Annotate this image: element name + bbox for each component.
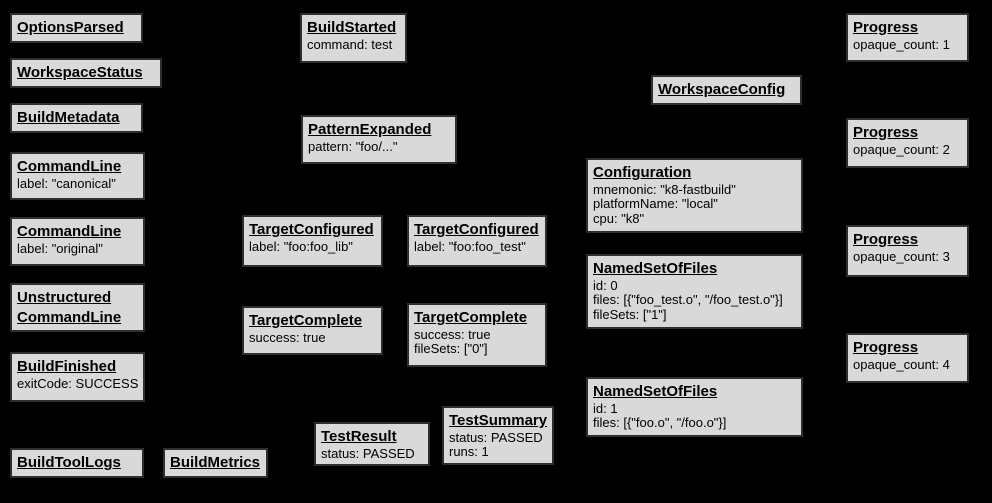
event-box-progress-4: Progress opaque_count: 4 bbox=[846, 333, 969, 383]
event-title: Progress bbox=[853, 19, 919, 36]
event-box-progress-2: Progress opaque_count: 2 bbox=[846, 118, 969, 168]
event-field: runs: 1 bbox=[449, 444, 489, 460]
event-field: fileSets: ["1"] bbox=[593, 306, 667, 322]
event-title: Progress bbox=[853, 231, 919, 248]
event-box-options-parsed: OptionsParsed bbox=[10, 13, 143, 43]
event-field: opaque_count: 4 bbox=[853, 356, 950, 372]
event-field: label: "original" bbox=[17, 240, 103, 256]
event-box-workspace-config: WorkspaceConfig bbox=[651, 75, 802, 105]
event-box-target-complete-lib: TargetComplete success: true bbox=[242, 306, 383, 355]
event-title: Configuration bbox=[593, 164, 692, 181]
event-title: TargetConfigured bbox=[249, 221, 374, 238]
event-title: NamedSetOfFiles bbox=[593, 383, 718, 400]
event-box-named-set-of-files-1: NamedSetOfFiles id: 1 files: [{"foo.o", … bbox=[586, 377, 803, 437]
event-field: success: true bbox=[249, 329, 326, 345]
event-box-progress-1: Progress opaque_count: 1 bbox=[846, 13, 969, 62]
event-box-command-line-original: CommandLine label: "original" bbox=[10, 217, 145, 266]
event-title: CommandLine bbox=[17, 158, 122, 175]
event-box-build-metrics: BuildMetrics bbox=[163, 448, 268, 478]
event-field: label: "canonical" bbox=[17, 175, 116, 191]
event-field: pattern: "foo/..." bbox=[308, 138, 398, 154]
event-field: opaque_count: 1 bbox=[853, 36, 950, 52]
event-box-build-tool-logs: BuildToolLogs bbox=[10, 448, 144, 478]
event-field: label: "foo:foo_test" bbox=[414, 238, 526, 254]
event-title: TestSummary bbox=[449, 412, 548, 429]
event-field: mnemonic: "k8-fastbuild" bbox=[593, 181, 736, 197]
event-title: BuildMetadata bbox=[17, 109, 120, 126]
event-title: Unstructured CommandLine bbox=[17, 289, 122, 326]
event-title: CommandLine bbox=[17, 223, 122, 240]
event-box-pattern-expanded: PatternExpanded pattern: "foo/..." bbox=[301, 115, 457, 164]
event-box-target-configured-foo-test: TargetConfigured label: "foo:foo_test" bbox=[407, 215, 547, 267]
event-box-configuration: Configuration mnemonic: "k8-fastbuild" p… bbox=[586, 158, 803, 233]
event-title: Progress bbox=[853, 339, 919, 356]
event-box-progress-3: Progress opaque_count: 3 bbox=[846, 225, 969, 277]
event-field: status: PASSED bbox=[321, 445, 415, 461]
event-field: files: [{"foo_test.o", "/foo_test.o"}] bbox=[593, 292, 783, 308]
event-title: BuildToolLogs bbox=[17, 454, 121, 471]
event-title: Progress bbox=[853, 124, 919, 141]
event-title: TargetConfigured bbox=[414, 221, 539, 238]
event-field: id: 0 bbox=[593, 277, 618, 293]
event-box-test-result: TestResult status: PASSED bbox=[314, 422, 430, 467]
event-title: BuildStarted bbox=[307, 19, 397, 36]
event-title: BuildFinished bbox=[17, 358, 117, 375]
event-field: opaque_count: 3 bbox=[853, 248, 950, 264]
event-title: OptionsParsed bbox=[17, 19, 124, 36]
event-box-named-set-of-files-0: NamedSetOfFiles id: 0 files: [{"foo_test… bbox=[586, 254, 803, 329]
event-field: label: "foo:foo_lib" bbox=[249, 238, 353, 254]
event-field: command: test bbox=[307, 36, 393, 52]
event-box-target-configured-foo-lib: TargetConfigured label: "foo:foo_lib" bbox=[242, 215, 383, 267]
event-field: platformName: "local" bbox=[593, 196, 718, 212]
event-field: files: [{"foo.o", "/foo.o"}] bbox=[593, 415, 727, 431]
event-title: WorkspaceConfig bbox=[658, 81, 786, 98]
event-title: BuildMetrics bbox=[170, 454, 261, 471]
event-field: id: 1 bbox=[593, 400, 618, 416]
event-box-test-summary: TestSummary status: PASSED runs: 1 bbox=[442, 406, 554, 465]
event-title: TestResult bbox=[321, 428, 397, 445]
event-box-build-started: BuildStarted command: test bbox=[300, 13, 407, 63]
event-field: fileSets: ["0"] bbox=[414, 341, 488, 357]
event-box-unstructured-command-line: Unstructured CommandLine bbox=[10, 283, 145, 332]
event-field: exitCode: SUCCESS bbox=[17, 375, 139, 391]
event-box-target-complete-test: TargetComplete success: true fileSets: [… bbox=[407, 303, 547, 367]
event-title: PatternExpanded bbox=[308, 121, 432, 138]
event-title: WorkspaceStatus bbox=[17, 64, 143, 81]
event-field: success: true bbox=[414, 326, 491, 342]
event-title: TargetComplete bbox=[414, 309, 528, 326]
event-field: cpu: "k8" bbox=[593, 210, 645, 226]
event-field: opaque_count: 2 bbox=[853, 141, 950, 157]
event-title: NamedSetOfFiles bbox=[593, 260, 718, 277]
event-box-workspace-status: WorkspaceStatus bbox=[10, 58, 162, 88]
event-box-command-line-canonical: CommandLine label: "canonical" bbox=[10, 152, 145, 200]
event-box-build-metadata: BuildMetadata bbox=[10, 103, 143, 133]
event-field: status: PASSED bbox=[449, 429, 543, 445]
event-title: TargetComplete bbox=[249, 312, 363, 329]
event-box-build-finished: BuildFinished exitCode: SUCCESS bbox=[10, 352, 145, 402]
